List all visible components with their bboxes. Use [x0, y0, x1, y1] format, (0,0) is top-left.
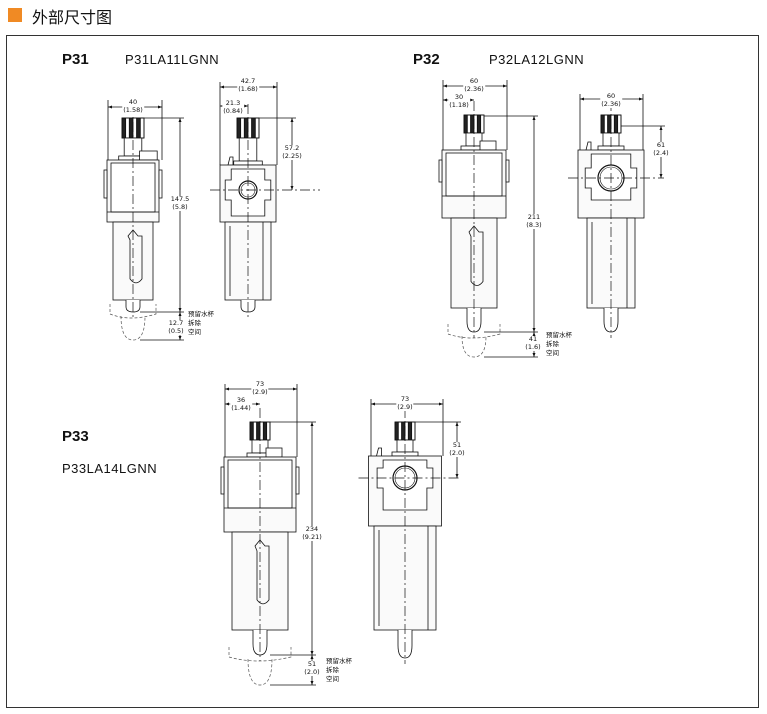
dim-p32-clearance: 41(1.6): [524, 335, 542, 351]
dim-p32-port-height: 61(2.4): [652, 141, 670, 157]
dim-p31-width: 40(1.58): [122, 98, 144, 114]
section-marker: [8, 8, 22, 22]
model-p31-label: P31: [62, 51, 89, 68]
model-p33-code: P33LA14LGNN: [62, 461, 158, 476]
model-p32-code: P32LA12LGNN: [489, 52, 585, 67]
dim-p33-height: 234(9.21): [301, 525, 323, 541]
clearance-note-p33: 预留水杯拆除空间: [326, 657, 352, 683]
clearance-note-p31: 预留水杯拆除空间: [188, 310, 214, 336]
dim-p31-height: 147.5(5.8): [169, 195, 191, 211]
dim-p31-side-width: 42.7(1.68): [237, 77, 259, 93]
dim-p33-width: 73(2.9): [251, 380, 269, 396]
dim-p33-side-width: 73(2.9): [396, 395, 414, 411]
dim-p32-half: 30(1.18): [448, 93, 470, 109]
dim-p31-clearance: 12.7(0.5): [167, 319, 185, 335]
dim-p32-width: 60(2.36): [463, 77, 485, 93]
dim-p31-port-height: 57.2(2.25): [281, 144, 303, 160]
model-p31-code: P31LA11LGNN: [125, 52, 220, 67]
dim-p32-height: 211(8.3): [525, 213, 543, 229]
model-p32-label: P32: [413, 51, 440, 68]
page-title: 外部尺寸图: [32, 8, 113, 27]
drawing-frame: [6, 35, 759, 708]
dim-p33-half: 36(1.44): [230, 396, 252, 412]
clearance-note-p32: 预留水杯拆除空间: [546, 331, 572, 357]
dim-p32-side-width: 60(2.36): [600, 92, 622, 108]
dim-p33-port-height: 51(2.0): [448, 441, 466, 457]
dim-p33-clearance: 51(2.0): [303, 660, 321, 676]
model-p33-label: P33: [62, 428, 89, 445]
dim-p31-side-half: 21.3(0.84): [222, 99, 244, 115]
